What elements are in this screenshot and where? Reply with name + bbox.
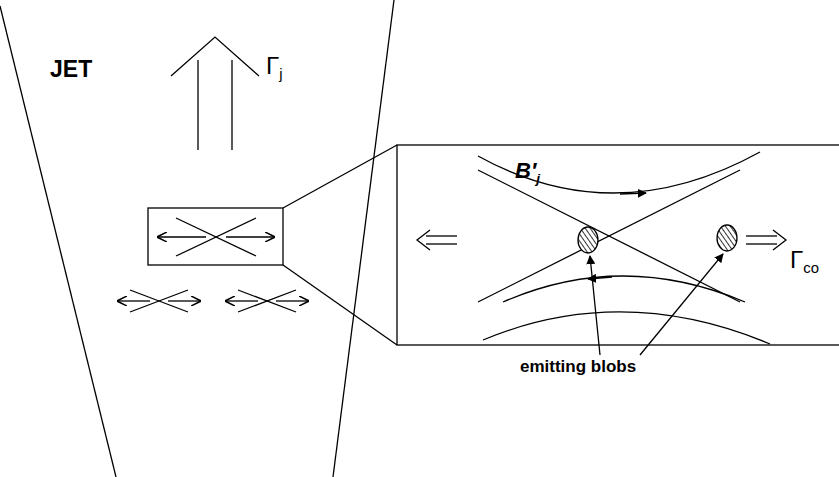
- leader-line: [640, 254, 723, 355]
- jet-label: JET: [50, 58, 92, 81]
- emitting-blob: [578, 227, 598, 253]
- outflow-arrow: [417, 230, 457, 250]
- zoom-line: [283, 145, 397, 208]
- reconnection-region: [148, 208, 283, 265]
- lorentz-factor: Γj: [266, 54, 283, 78]
- lorentz-factor: Γco: [790, 248, 819, 272]
- outflow-arrow: [746, 230, 786, 250]
- jet-wall: [333, 0, 394, 477]
- callout-label: emitting blobs: [520, 358, 636, 375]
- jet-wall: [0, 6, 116, 477]
- reconnection-region: [118, 290, 200, 312]
- field-label: B′j: [515, 160, 540, 182]
- leader-line: [590, 256, 600, 355]
- flow-arrow: [171, 37, 259, 150]
- reconnection-region: [226, 290, 308, 312]
- zoom-line: [283, 265, 397, 345]
- inset-field: [478, 152, 770, 344]
- inset-box: [397, 145, 839, 345]
- emitting-blob: [717, 225, 737, 251]
